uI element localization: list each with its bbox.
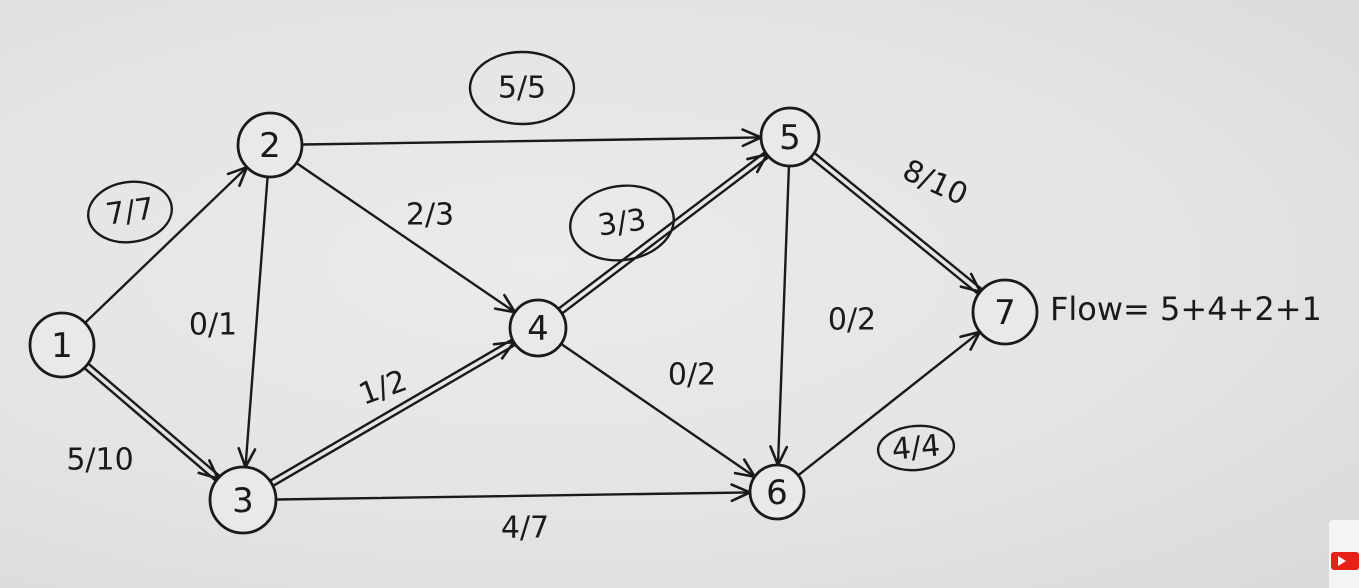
edge-label-1-3: 5/10 (66, 443, 133, 478)
edge-labels-layer: 7/7 5/10 0/1 2/3 5/5 1/2 4/7 3/3 0/2 0/2 8/10 4/4 (66, 50, 973, 546)
node-label: 5 (779, 118, 801, 158)
node-5: 5 (759, 106, 821, 168)
edge-5-6 (769, 164, 791, 467)
edge-label-3-4: 1/2 (354, 363, 411, 412)
nodes-layer: 1 2 3 4 5 6 7 (28, 106, 1039, 535)
edge-line (776, 164, 791, 467)
node-label: 6 (766, 473, 788, 513)
edge-capacity-label: 0/2 (668, 358, 716, 393)
node-7: 7 (971, 278, 1039, 346)
edge-capacity-label: 0/1 (189, 308, 237, 343)
node-3: 3 (208, 465, 278, 535)
edge-2-5 (300, 128, 763, 148)
edge-line (809, 156, 980, 296)
edge-capacity-label: 4/7 (501, 511, 549, 546)
saturation-ring (876, 424, 956, 472)
edge-capacity-label: 7/7 (104, 191, 157, 232)
edge-capacity-label: 2/3 (406, 198, 454, 233)
edge-4-5 (557, 150, 770, 315)
edge-line (813, 151, 984, 291)
edge-label-6-7: 4/4 (876, 424, 956, 472)
edge-line (83, 165, 249, 325)
edges-layer (83, 128, 984, 503)
edge-line (83, 366, 218, 483)
edge-line (295, 161, 517, 314)
node-circle (28, 311, 96, 379)
node-circle (759, 106, 821, 168)
edge-label-2-3: 0/1 (189, 308, 237, 343)
node-circle (971, 278, 1039, 346)
saturation-ring (86, 180, 174, 244)
node-1: 1 (28, 311, 96, 379)
edge-capacity-label: 5/10 (66, 443, 133, 478)
edge-label-2-5: 5/5 (468, 50, 576, 126)
edge-line (271, 343, 517, 488)
node-label: 1 (51, 326, 73, 366)
node-4: 4 (508, 298, 568, 358)
edge-3-4 (268, 338, 517, 488)
node-label: 2 (259, 126, 281, 166)
edge-label-4-6: 0/2 (668, 358, 716, 393)
edge-capacity-label: 0/2 (828, 303, 876, 338)
node-6: 6 (748, 463, 806, 521)
edge-line (268, 338, 514, 482)
saturation-ring (569, 184, 675, 262)
node-label: 3 (232, 481, 254, 521)
edge-line (557, 150, 767, 310)
edge-3-6 (274, 483, 752, 503)
arrowhead-icon (493, 293, 517, 314)
node-label: 4 (527, 309, 549, 349)
edge-line (244, 175, 269, 469)
node-circle (208, 465, 278, 535)
node-circle (508, 298, 568, 358)
edge-1-2 (83, 165, 249, 325)
edge-line (300, 136, 763, 146)
edge-line (796, 330, 982, 477)
arrowhead-icon (733, 458, 757, 479)
edge-label-5-7: 8/10 (897, 153, 973, 213)
edge-label-5-6: 0/2 (828, 303, 876, 338)
edge-2-3 (237, 175, 269, 469)
edge-label-2-4: 2/3 (406, 198, 454, 233)
node-2: 2 (236, 111, 304, 179)
edge-line (560, 155, 770, 315)
edge-capacity-label: 4/4 (890, 428, 941, 467)
edge-label-1-2: 7/7 (86, 180, 174, 244)
node-circle (236, 111, 304, 179)
edge-label-3-6: 4/7 (501, 511, 549, 546)
node-circle (748, 463, 806, 521)
play-icon (1338, 556, 1346, 566)
youtube-watermark (1329, 520, 1359, 588)
saturation-ring (468, 50, 576, 126)
edge-capacity-label: 3/3 (596, 202, 649, 243)
edge-2-4 (295, 161, 517, 314)
edge-4-6 (559, 342, 757, 479)
edge-line (274, 491, 752, 501)
edge-capacity-label: 8/10 (897, 153, 973, 213)
edge-line (559, 342, 756, 478)
edge-label-4-5: 3/3 (569, 184, 675, 262)
node-label: 7 (994, 293, 1016, 333)
flow-sum-note: Flow= 5+4+2+1 (1050, 290, 1322, 328)
edge-capacity-label: 1/2 (354, 363, 411, 412)
edge-capacity-label: 5/5 (498, 71, 546, 106)
edge-line (87, 362, 222, 478)
